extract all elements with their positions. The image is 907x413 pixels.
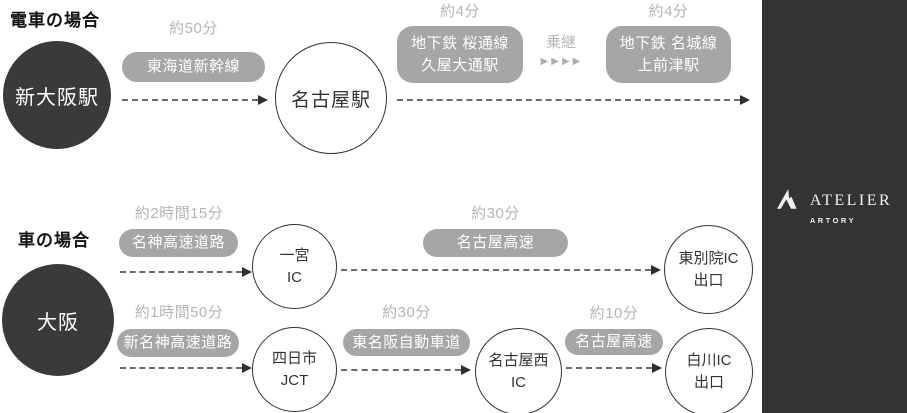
train-seg3-badge-line2: 上前津駅 — [637, 56, 700, 74]
train-section-heading: 電車の場合 — [10, 11, 100, 30]
car-routeA-seg2-time: 約30分 — [471, 205, 520, 222]
ic-label-shirakawa-line1: 白川IC — [686, 352, 732, 370]
ic-label-nagoya-nishi-line2: IC — [511, 373, 526, 391]
jct-label-yokkaichi-line1: 四日市 — [271, 349, 317, 367]
ic-label-ichinomiya-line2: IC — [287, 268, 302, 286]
train-seg3-badge-line1: 地下鉄 名城線 — [619, 34, 718, 52]
car-routeB-seg3-time: 約10分 — [589, 305, 639, 322]
ic-label-higashibetsuin-line2: 出口 — [693, 271, 724, 289]
brand-name-text: ATELIER — [809, 192, 893, 209]
ic-node-higashibetsuin: 東別院IC 出口 — [664, 225, 753, 314]
car-routeB-seg2-badge: 東名阪自動車道 — [343, 329, 470, 356]
brand-sidebar: ATELIER ARTORY — [762, 0, 907, 413]
city-node-osaka: 大阪 — [2, 264, 114, 376]
station-node-nagoya: 名古屋駅 — [275, 42, 387, 154]
dashed-arrow-train-2 — [397, 95, 750, 105]
train-seg3-time: 約4分 — [648, 3, 689, 20]
dashed-arrow-carB-1 — [120, 363, 252, 373]
car-routeA-seg1-badge: 名神高速道路 — [119, 229, 238, 257]
car-section-heading: 車の場合 — [18, 231, 90, 250]
dashed-arrow-carA-2 — [341, 265, 661, 275]
dashed-arrow-carB-3 — [566, 363, 662, 373]
dashed-arrow-carB-2 — [341, 365, 471, 375]
car-routeB-seg1-badge: 新名神高速道路 — [117, 329, 239, 357]
jct-node-yokkaichi: 四日市 JCT — [252, 327, 337, 412]
ic-node-nagoya-nishi: 名古屋西 IC — [475, 328, 562, 413]
car-routeB-seg1-time: 約1時間50分 — [134, 304, 224, 321]
car-routeB-seg2-time: 約30分 — [382, 304, 431, 321]
station-label-shin-osaka: 新大阪駅 — [15, 86, 99, 109]
train-seg1-time: 約50分 — [169, 20, 218, 37]
brand-logo: ATELIER ARTORY — [776, 188, 893, 225]
station-node-shin-osaka: 新大阪駅 — [3, 41, 111, 149]
ic-label-higashibetsuin-line1: 東別院IC — [678, 249, 739, 267]
dashed-arrow-train-1 — [122, 95, 268, 105]
ic-label-nagoya-nishi-line1: 名古屋西 — [488, 351, 549, 369]
ic-node-shirakawa: 白川IC 出口 — [665, 328, 753, 413]
train-seg2-route-badge: 地下鉄 桜通線 久屋大通駅 — [397, 26, 523, 83]
car-routeA-seg2-badge: 名古屋高速 — [423, 229, 568, 257]
train-seg2-time: 約4分 — [440, 3, 480, 20]
city-label-osaka: 大阪 — [37, 311, 79, 334]
transfer-chevrons-icon: ▶▶▶▶ — [540, 56, 584, 67]
train-seg3-route-badge: 地下鉄 名城線 上前津駅 — [606, 26, 731, 83]
car-routeB-seg3-badge: 名古屋高速 — [565, 329, 663, 355]
ic-label-ichinomiya-line1: 一宮 — [279, 246, 310, 264]
car-routeA-seg1-time: 約2時間15分 — [134, 205, 224, 222]
brand-mark-icon — [776, 188, 805, 214]
train-seg1-route-badge: 東海道新幹線 — [122, 52, 265, 82]
station-label-nagoya: 名古屋駅 — [290, 89, 371, 111]
dashed-arrow-carA-1 — [120, 267, 252, 277]
ic-label-shirakawa-line2: 出口 — [693, 374, 724, 391]
ic-node-ichinomiya: 一宮 IC — [252, 224, 337, 309]
train-seg2-badge-line1: 地下鉄 桜通線 — [411, 34, 509, 52]
train-seg2-badge-line2: 久屋大通駅 — [421, 56, 499, 74]
transfer-label: 乗継 — [545, 34, 576, 51]
brand-subname-text: ARTORY — [809, 216, 857, 225]
jct-label-yokkaichi-line2: JCT — [280, 371, 309, 389]
